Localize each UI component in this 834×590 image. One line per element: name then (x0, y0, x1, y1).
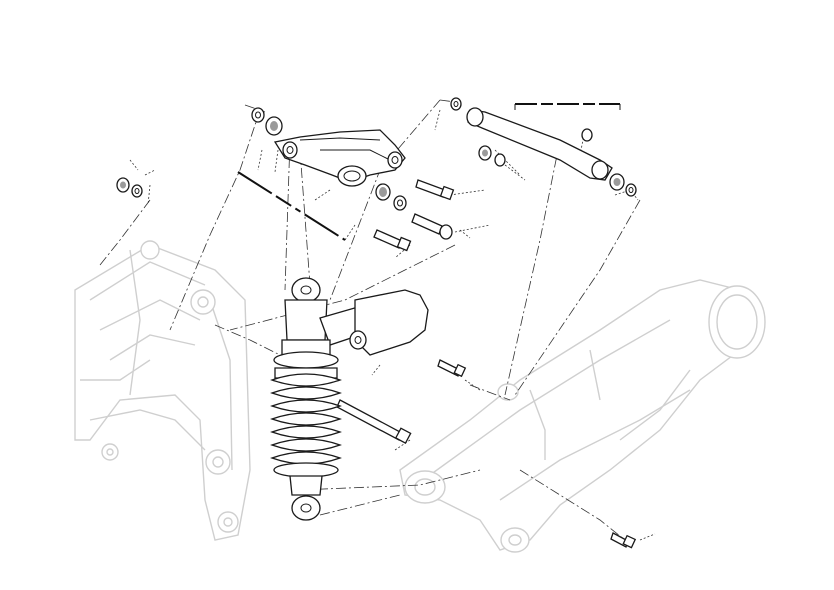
swingarm-ghost (399, 279, 766, 553)
washer-pair-left (116, 177, 143, 198)
shock-absorber (270, 277, 429, 521)
reference-bars (237, 103, 621, 241)
frame-ghost (74, 240, 251, 541)
rocker-link (251, 107, 407, 211)
tie-rod (450, 97, 637, 197)
